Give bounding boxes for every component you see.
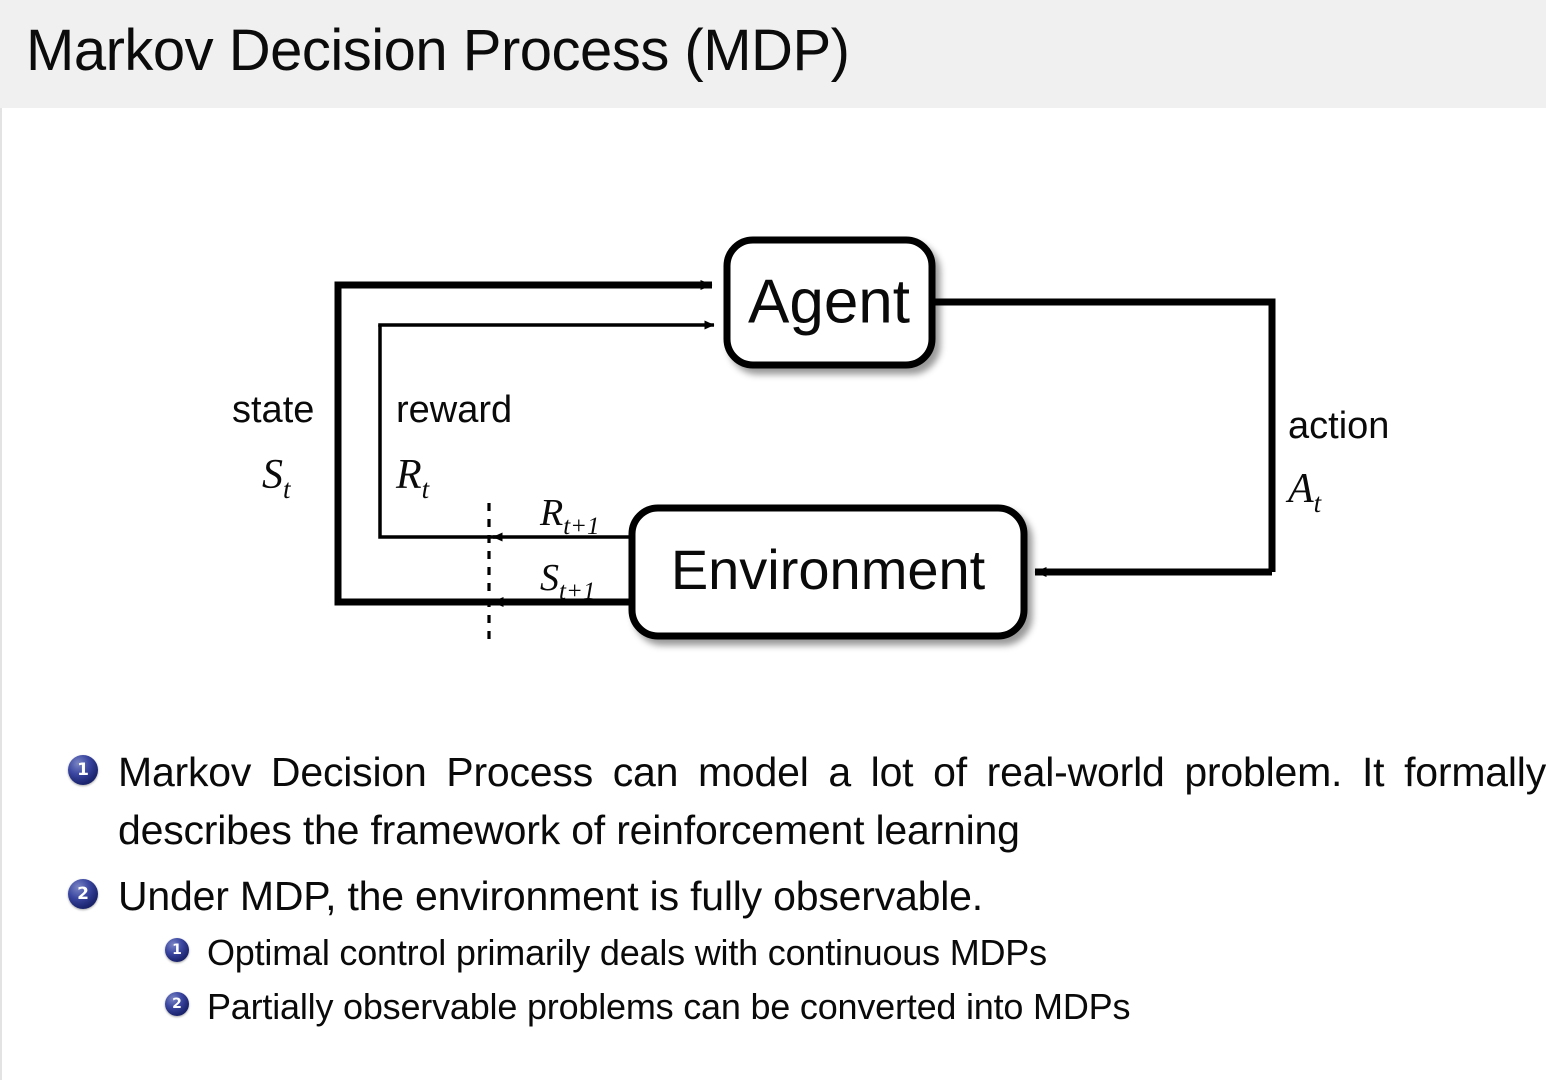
action-label-symbol: At bbox=[1285, 466, 1323, 518]
bullet-number-badge: 2 bbox=[68, 879, 98, 909]
agent-node-label: Agent bbox=[748, 267, 910, 336]
sub-list-item-text: Optimal control primarily deals with con… bbox=[207, 932, 1047, 973]
page-title: Markov Decision Process (MDP) bbox=[26, 18, 850, 83]
reward-label-word: reward bbox=[396, 389, 512, 431]
state-edge bbox=[334, 280, 713, 606]
sub-list-item[interactable]: 1 Optimal control primarily deals with c… bbox=[165, 927, 1546, 979]
action-symbol-base: A bbox=[1285, 466, 1314, 512]
next-state-symbol-base: S bbox=[540, 557, 559, 599]
state-label-word: state bbox=[232, 389, 314, 431]
action-label-word: action bbox=[1288, 405, 1389, 447]
reward-label-symbol: Rt bbox=[395, 452, 431, 504]
state-label-symbol: St bbox=[262, 452, 292, 504]
reward-edge bbox=[378, 320, 715, 539]
reward-symbol-base: R bbox=[395, 452, 422, 498]
state-symbol-base: S bbox=[262, 452, 283, 498]
action-symbol-sub: t bbox=[1314, 488, 1323, 518]
sub-bullet-number-badge: 1 bbox=[165, 938, 189, 962]
next-reward-label: Rt+1 bbox=[539, 492, 600, 540]
action-edge bbox=[930, 298, 1276, 577]
list-item-text: Under MDP, the environment is fully obse… bbox=[118, 873, 983, 919]
sub-list-item-text: Partially observable problems can be con… bbox=[207, 986, 1131, 1027]
list-item[interactable]: 2 Under MDP, the environment is fully ob… bbox=[68, 867, 1546, 925]
reward-symbol-sub: t bbox=[422, 474, 431, 504]
slide-header: Markov Decision Process (MDP) bbox=[0, 0, 1546, 108]
sub-bullet-number-badge: 2 bbox=[165, 992, 189, 1016]
next-state-symbol-sub: t+1 bbox=[559, 578, 595, 605]
sub-list-item[interactable]: 2 Partially observable problems can be c… bbox=[165, 981, 1546, 1033]
next-reward-symbol-sub: t+1 bbox=[563, 513, 599, 540]
agent-environment-diagram: Agent Environment state St reward Rt act… bbox=[0, 190, 1546, 690]
left-edge-rule bbox=[0, 0, 2, 1080]
state-symbol-sub: t bbox=[283, 474, 292, 504]
list-item[interactable]: 1 Markov Decision Process can model a lo… bbox=[68, 743, 1546, 859]
bullet-number-badge: 1 bbox=[68, 755, 98, 785]
list-item-text: Markov Decision Process can model a lot … bbox=[118, 749, 1546, 853]
agent-node: Agent bbox=[723, 236, 936, 369]
bullet-list: 1 Markov Decision Process can model a lo… bbox=[0, 735, 1546, 1033]
next-reward-symbol-base: R bbox=[539, 492, 563, 534]
next-state-label: St+1 bbox=[540, 557, 595, 605]
environment-node-label: Environment bbox=[671, 538, 986, 601]
environment-node: Environment bbox=[628, 504, 1028, 640]
